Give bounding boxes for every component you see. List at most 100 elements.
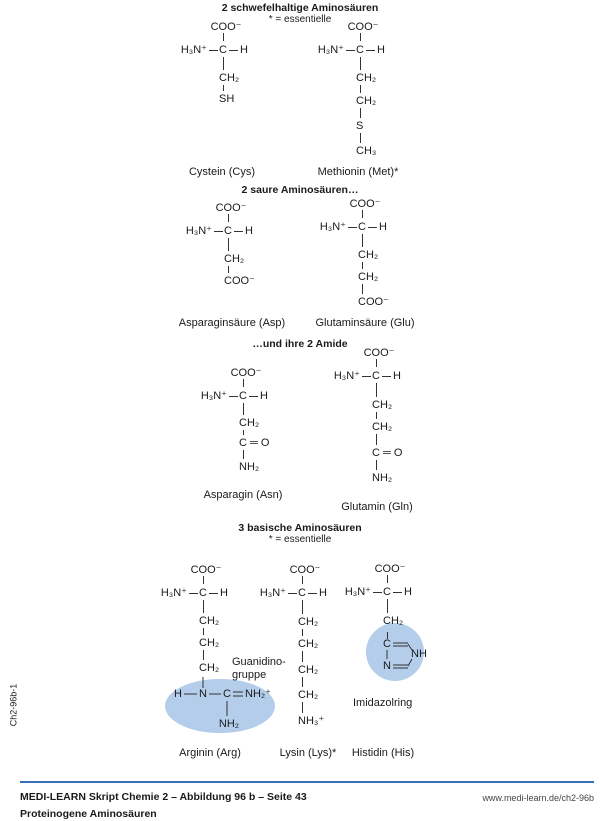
gln-chain-group: C ═ O <box>372 446 403 459</box>
glu-amino-group: H₃N⁺ <box>319 221 346 233</box>
footer-divider <box>20 781 594 783</box>
vertical-bond <box>376 383 377 397</box>
vertical-bond <box>302 702 303 713</box>
gln-name: Glutamin (Gln) <box>341 501 413 513</box>
guanidino-c: C <box>223 688 231 700</box>
ring-c: C <box>383 638 391 650</box>
ring-n: N <box>383 660 391 672</box>
vertical-bond <box>228 266 229 273</box>
glu-chain-group: CH₂ <box>358 271 379 283</box>
gln-hydrogen: H <box>393 370 401 382</box>
acid-title: 2 saure Aminosäuren… <box>241 184 359 196</box>
vertical-bond <box>302 651 303 662</box>
figure-code: Ch2-96b-1 <box>8 683 19 727</box>
horizontal-bond <box>214 231 223 232</box>
lys-chain-group: NH₃⁺ <box>298 714 325 727</box>
horizontal-bond <box>393 592 402 593</box>
met-alpha-carbon: C <box>356 44 364 56</box>
lys-name: Lysin (Lys)* <box>279 747 337 759</box>
vertical-bond <box>362 210 363 218</box>
arg-amino-group: H₃N⁺ <box>160 587 187 599</box>
lys-chain-group: CH₂ <box>298 689 319 701</box>
glu-chain-group: COO⁻ <box>358 296 389 308</box>
vertical-bond <box>360 57 361 71</box>
lys-hydrogen: H <box>319 587 327 599</box>
vertical-bond <box>360 85 361 93</box>
horizontal-bond <box>346 50 355 51</box>
vertical-bond <box>203 576 204 584</box>
gln-alpha-carbon: C <box>372 370 380 382</box>
met-chain-group: CH₂ <box>356 72 377 85</box>
imidazole-highlight <box>366 623 424 681</box>
glu-name: Glutaminsäure (Glu) <box>315 317 415 329</box>
footer-url[interactable]: www.medi-learn.de/ch2-96b <box>482 793 594 803</box>
guanidino-n: N <box>199 688 207 700</box>
arg-alpha-carbon: C <box>199 587 207 599</box>
cys-name: Cystein (Cys) <box>188 166 256 178</box>
vertical-bond <box>360 107 361 118</box>
glu-alpha-carbon: C <box>358 221 366 233</box>
guanidino-label: gruppe <box>232 669 267 681</box>
gln-chain-group: CH₂ <box>372 398 393 411</box>
guanidino-nh2: NH₂ <box>218 718 240 730</box>
vertical-bond <box>302 676 303 687</box>
horizontal-bond <box>234 231 243 232</box>
amide-title: …und ihre 2 Amide <box>252 338 348 350</box>
vertical-bond <box>360 33 361 41</box>
horizontal-bond <box>348 227 357 228</box>
asp-alpha-carbon: C <box>224 225 232 237</box>
asn-chain-group: CH₂ <box>239 416 260 429</box>
arg-carboxylate: COO⁻ <box>190 564 222 576</box>
cys-amino-group: H₃N⁺ <box>180 44 207 56</box>
ring-nh: NH <box>411 648 427 660</box>
horizontal-bond <box>373 592 382 593</box>
lys-alpha-carbon: C <box>298 587 306 599</box>
met-carboxylate: COO⁻ <box>347 21 379 33</box>
met-chain-group: CH₂ <box>356 94 377 107</box>
footer-title: MEDI-LEARN Skript Chemie 2 – Abbildung 9… <box>20 791 307 803</box>
glu-carboxylate: COO⁻ <box>349 198 381 210</box>
horizontal-bond <box>209 593 218 594</box>
vertical-bond <box>376 359 377 367</box>
met-amino-group: H₃N⁺ <box>317 44 344 56</box>
his-name: Histidin (His) <box>351 747 415 759</box>
vertical-bond <box>228 214 229 222</box>
asn-name: Asparagin (Asn) <box>203 489 283 501</box>
vertical-bond <box>203 600 204 613</box>
vertical-bond <box>223 33 224 41</box>
vertical-bond <box>362 284 363 294</box>
vertical-bond <box>223 57 224 70</box>
basic-title: 3 basische Aminosäuren <box>238 522 362 534</box>
horizontal-bond <box>288 593 297 594</box>
horizontal-bond <box>362 376 371 377</box>
asn-alpha-carbon: C <box>239 390 247 402</box>
asn-chain-group: NH₂ <box>239 460 260 473</box>
asp-chain-group: CH₂ <box>224 253 245 265</box>
sulfur-title: 2 schwefelhaltige Aminosäuren <box>221 2 379 14</box>
arg-chain-group: CH₂ <box>199 637 220 649</box>
asn-hydrogen: H <box>260 390 268 402</box>
lys-carboxylate: COO⁻ <box>289 564 321 576</box>
histidine-ring-bonds <box>386 642 413 669</box>
vertical-bond <box>387 575 388 583</box>
arg-name: Arginin (Arg) <box>179 747 241 759</box>
horizontal-bond <box>189 593 198 594</box>
vertical-bond <box>243 403 244 415</box>
lys-chain-group: CH₂ <box>298 638 319 650</box>
horizontal-bond <box>249 396 258 397</box>
gln-chain-group: CH₂ <box>372 421 393 433</box>
vertical-bond <box>376 434 377 445</box>
guanidino-h: H <box>174 688 182 700</box>
gln-carboxylate: COO⁻ <box>363 347 395 359</box>
vertical-bond <box>362 234 363 247</box>
cys-chain-group: SH <box>219 93 235 105</box>
vertical-bond <box>243 429 244 435</box>
vertical-bond <box>376 459 377 470</box>
gln-amino-group: H₃N⁺ <box>333 370 360 382</box>
horizontal-bond <box>209 50 218 51</box>
essential-note: * = essentielle <box>268 14 332 25</box>
vertical-bond <box>228 238 229 251</box>
arg-chain-group: CH₂ <box>199 662 220 674</box>
